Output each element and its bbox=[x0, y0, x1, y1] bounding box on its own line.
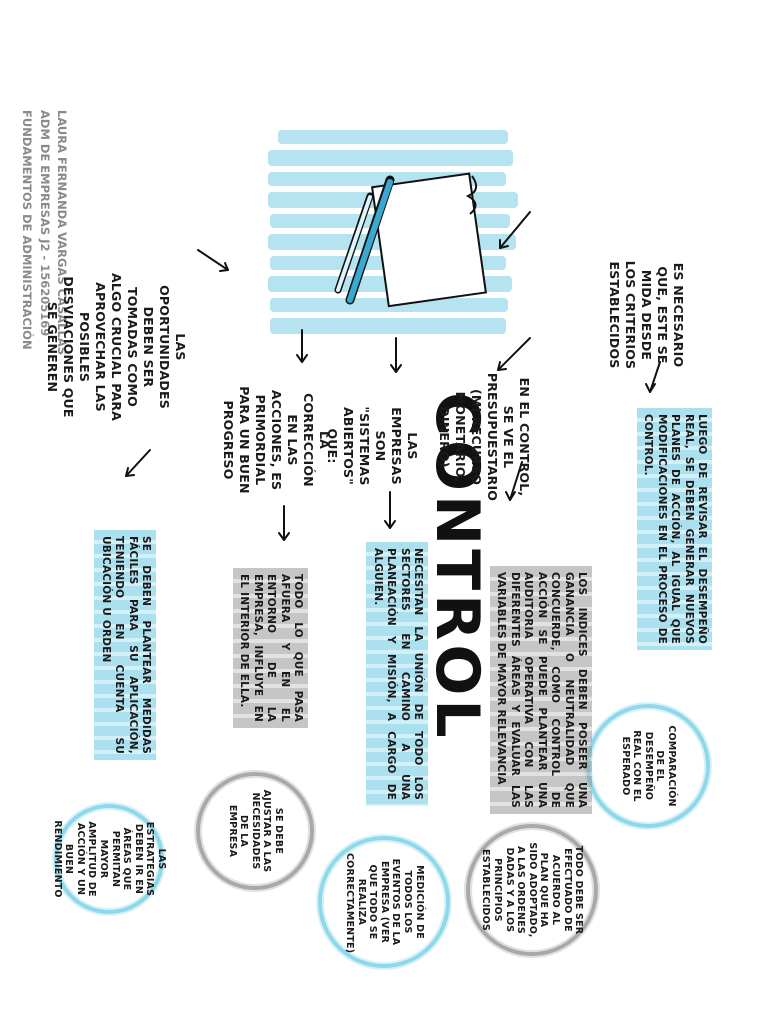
node-planes: LUEGO DE REVISAR EL DESEMPEÑO REAL, SE D… bbox=[636, 408, 712, 650]
node-sistemas: LAS EMPRESAS SON "SISTEMAS ABIERTOS" QUE… bbox=[325, 406, 420, 486]
node-entorno: TODO LO QUE PASA AFUERA Y EN EL ENTORNO … bbox=[232, 568, 308, 728]
node-criterios: ES NECESARIO QUE, ESTE SE MIDA DESDE LOS… bbox=[607, 260, 686, 370]
author-course: FUNDAMENTOS DE ADMINISTRACIÓN bbox=[20, 110, 35, 350]
arrows bbox=[125, 211, 661, 541]
node-union: NECESITAN LA UNIÓN DE TODO LOS SECTORES … bbox=[366, 542, 428, 806]
circle-ajustar: SE DEBE AJUSTAR A LAS NECESIDADES DE LA … bbox=[196, 772, 314, 890]
node-medidas: SE DEBEN PLANTEAR MEDIDAS FÁCILES PARA S… bbox=[94, 530, 156, 760]
circle-comparacion: COMPARACIÓN DE EL DESEMPEÑO REAL CON EL … bbox=[586, 704, 710, 828]
node-presupuesto: EN EL CONTROL, SE VE EL PRESUPUESTARIO (… bbox=[437, 372, 532, 502]
node-correccion: LA CORRECCIÓN EN LAS ACCIONES, ES PRIMOR… bbox=[221, 386, 332, 494]
pen-icon bbox=[334, 175, 395, 305]
notebook-icon bbox=[370, 172, 487, 308]
node-estrategias: LAS ESTRATEGIAS DEBEN IR EN ÁREAS QUE PE… bbox=[51, 820, 167, 898]
node-medicion: MEDICIÓN DE TODOS LOS EVENTOS DE LA EMPR… bbox=[344, 853, 425, 954]
circle-estrategias: LAS ESTRATEGIAS DEBEN IR EN ÁREAS QUE PE… bbox=[51, 804, 167, 914]
node-indices: LOS INDICES DEBEN POSEER UNA GANANCIA O … bbox=[489, 566, 592, 814]
node-oportunidades: LAS OPORTUNIDADES DEBEN SER TOMADAS COMO… bbox=[45, 272, 188, 422]
circle-medicion: MEDICIÓN DE TODOS LOS EVENTOS DE LA EMPR… bbox=[318, 836, 450, 968]
node-ajustar: SE DEBE AJUSTAR A LAS NECESIDADES DE LA … bbox=[226, 789, 284, 873]
circle-efectuado: TODO DEBE SER EFECTUADO DE ACUERDO AL PL… bbox=[466, 824, 598, 956]
node-comparacion: COMPARACIÓN DE EL DESEMPEÑO REAL CON EL … bbox=[619, 725, 677, 807]
node-efectuado: TODO DEBE SER EFECTUADO DE ACUERDO AL PL… bbox=[480, 842, 585, 938]
